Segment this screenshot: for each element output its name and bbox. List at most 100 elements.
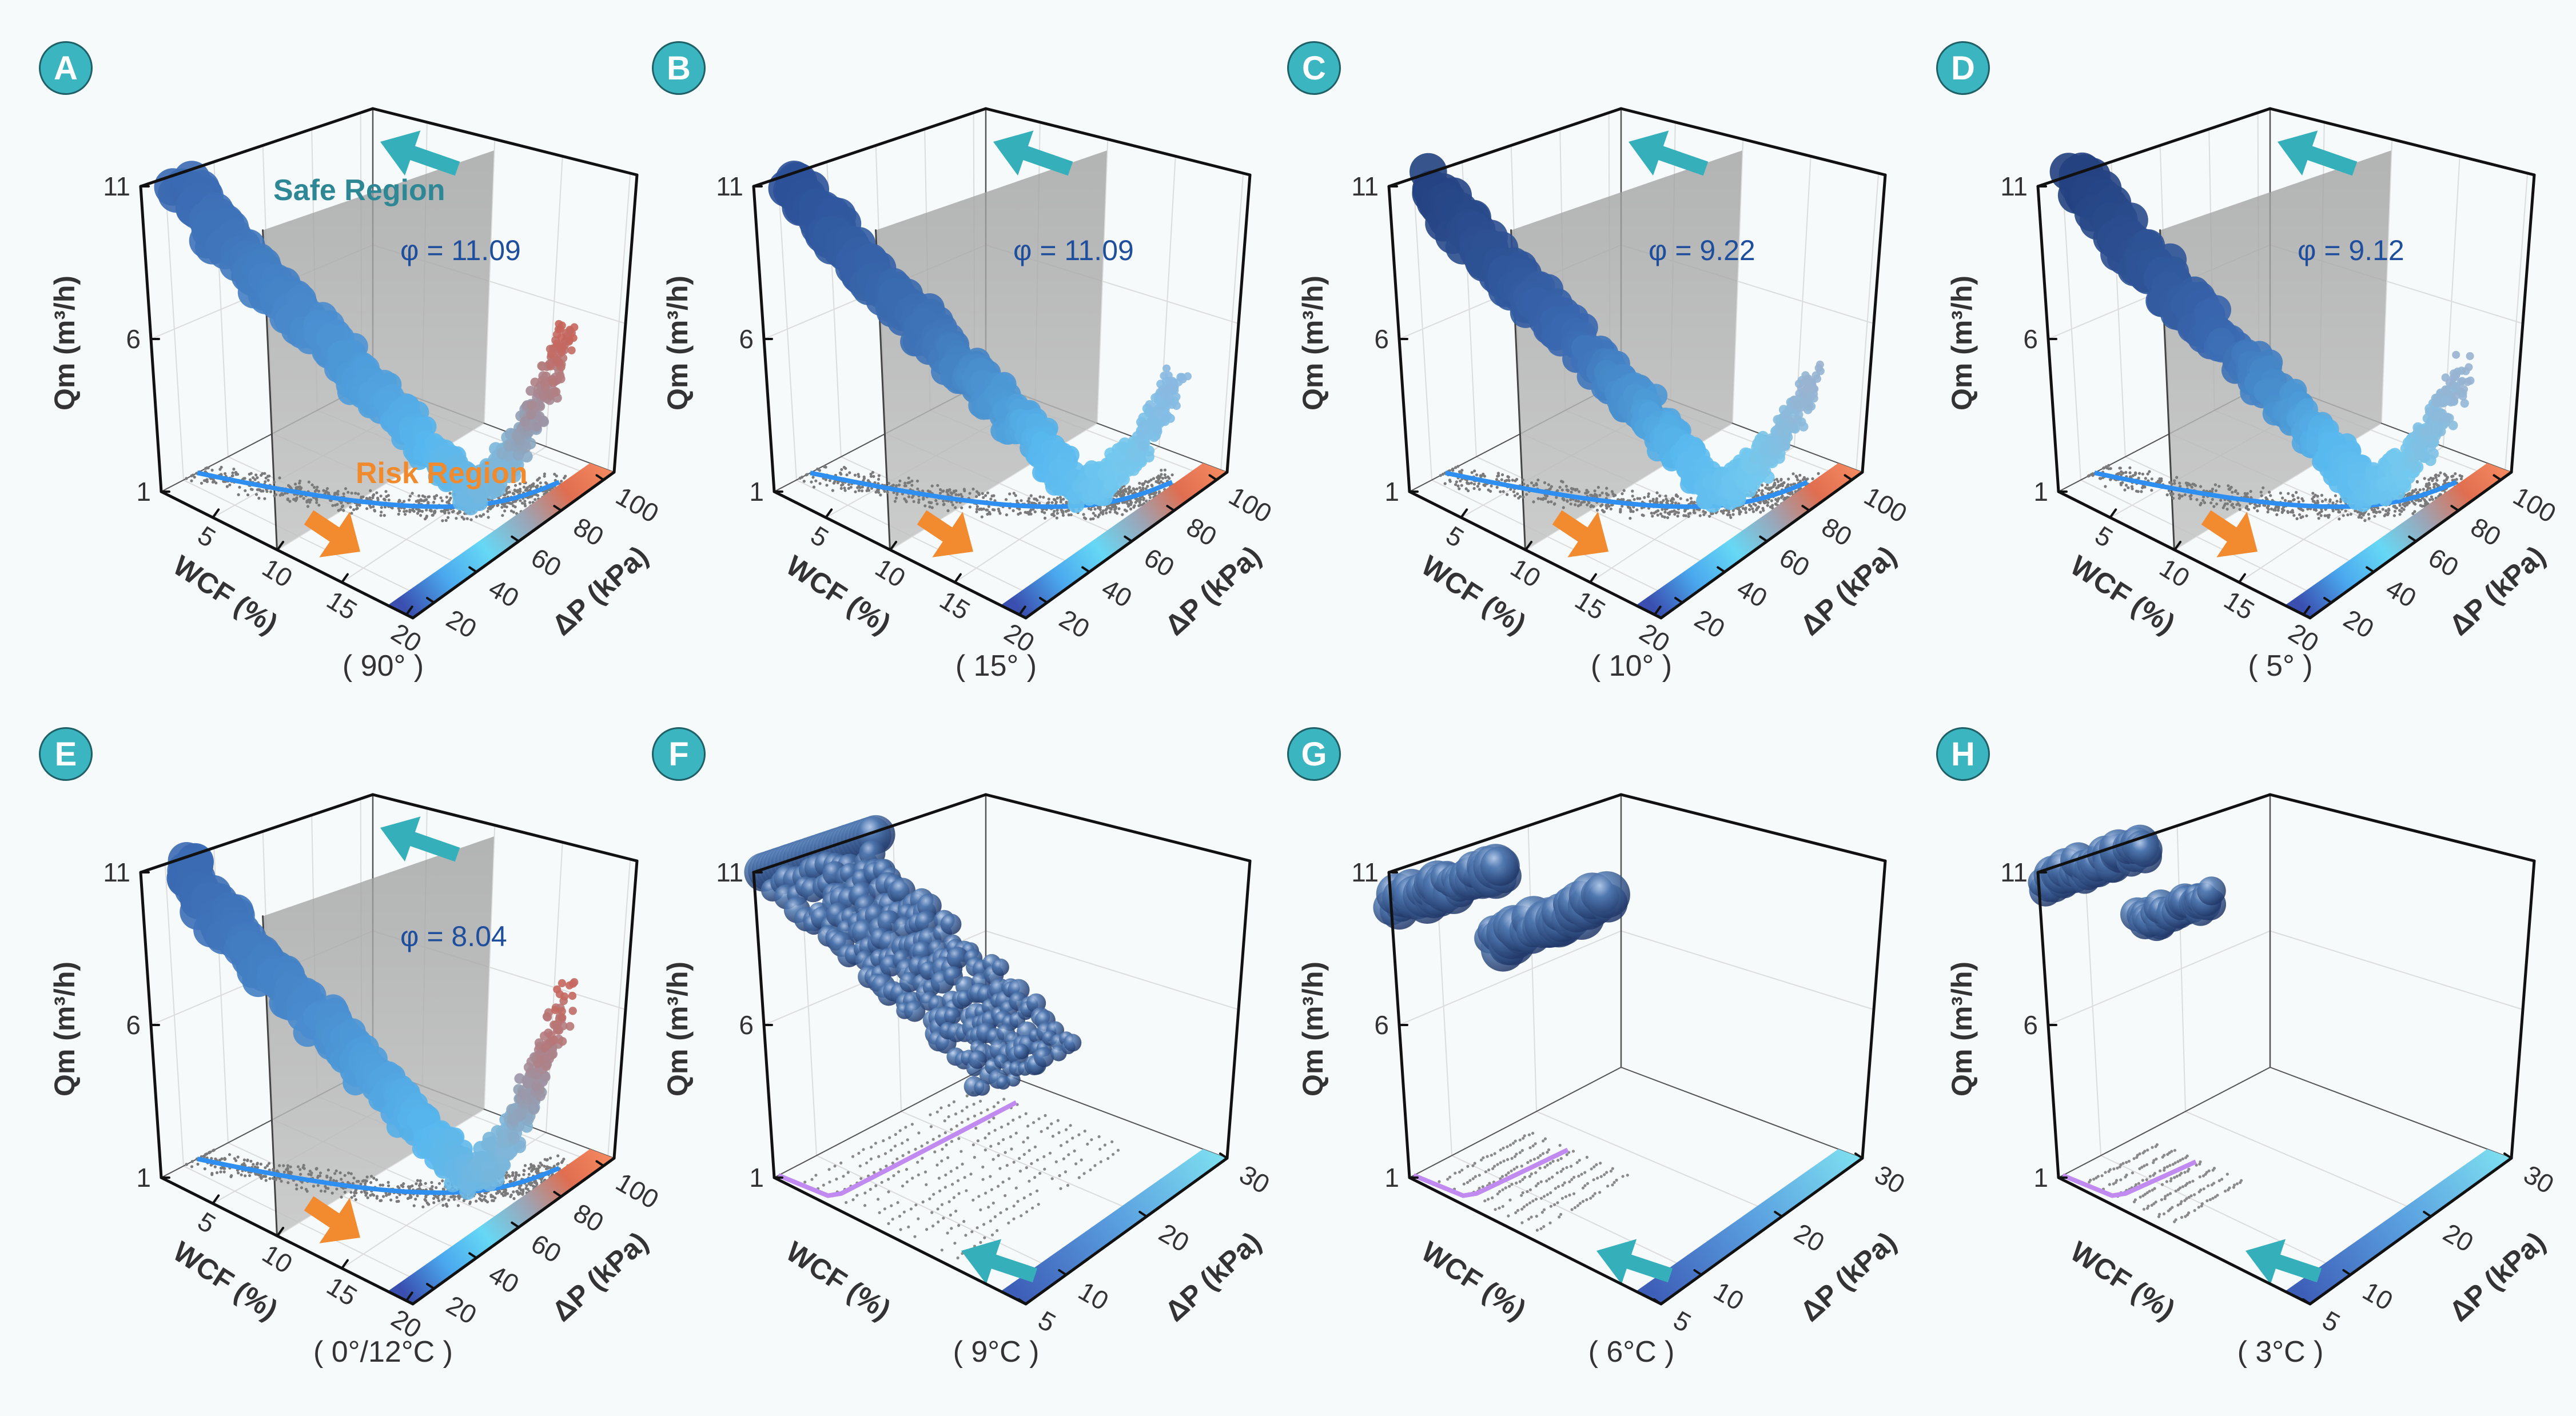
tick-mark xyxy=(212,508,220,519)
floor-point xyxy=(903,481,907,485)
floor-point xyxy=(416,512,420,515)
floor-point xyxy=(417,501,421,505)
floor-point xyxy=(441,519,444,522)
floor-trend-curve xyxy=(197,470,560,509)
floor-point xyxy=(336,502,339,506)
data-points xyxy=(154,161,579,516)
tick-mark xyxy=(1844,474,1853,481)
floor-point xyxy=(1456,465,1460,468)
x-tick-label: 5 xyxy=(806,520,834,553)
floor-point xyxy=(1473,469,1476,473)
floor-point xyxy=(2400,506,2404,510)
floor-point xyxy=(975,490,978,493)
floor-point xyxy=(857,489,861,492)
floor-point xyxy=(1121,489,1125,493)
tick-mark xyxy=(426,597,436,604)
floor-point xyxy=(992,494,996,497)
data-point xyxy=(1749,452,1761,464)
floor-point xyxy=(897,483,901,487)
floor-point xyxy=(2168,481,2172,484)
floor-point xyxy=(1160,469,1163,472)
z-tick-label: 6 xyxy=(1374,324,1389,354)
floor-point xyxy=(1790,490,1794,494)
floor-point xyxy=(403,510,406,513)
floor-point xyxy=(869,472,873,476)
floor-point xyxy=(446,516,450,519)
floor-point xyxy=(1092,512,1095,515)
floor-point xyxy=(954,493,958,497)
gridline xyxy=(483,138,496,424)
floor-point xyxy=(1470,471,1474,474)
panel-caption: ( 15° ) xyxy=(955,649,1037,683)
floor-point xyxy=(1496,472,1500,475)
floor-point xyxy=(2407,493,2410,497)
floor-point xyxy=(425,508,428,512)
floor-point xyxy=(274,493,278,496)
floor-point xyxy=(1152,477,1156,480)
floor-point xyxy=(1593,489,1596,493)
floor-point xyxy=(391,506,394,510)
floor-point xyxy=(1759,510,1762,514)
floor-point xyxy=(380,510,383,514)
floor-point xyxy=(1099,510,1103,514)
floor-point xyxy=(250,488,254,491)
floor-point xyxy=(1020,499,1023,502)
floor-point xyxy=(2319,514,2323,517)
floor-point xyxy=(432,501,436,504)
panel-label-badge: C xyxy=(1287,41,1341,95)
floor-point xyxy=(2460,474,2463,478)
floor-point xyxy=(2215,502,2219,506)
floor-point xyxy=(1138,486,1141,489)
floor-point xyxy=(981,492,984,495)
floor-point xyxy=(1121,513,1124,516)
floor-point xyxy=(1667,512,1671,516)
floor-point xyxy=(1142,497,1145,500)
floor-point xyxy=(2217,485,2221,488)
floor-point xyxy=(871,470,874,474)
floor-point xyxy=(946,493,950,496)
floor-point xyxy=(2131,487,2134,490)
floor-point xyxy=(272,480,276,484)
floor-point xyxy=(435,494,439,497)
floor-point xyxy=(352,508,356,512)
tick-mark xyxy=(276,541,285,551)
tick-mark xyxy=(1039,597,1049,604)
floor-point xyxy=(1796,478,1799,482)
floor-point xyxy=(2412,501,2416,505)
tick-mark xyxy=(825,508,833,519)
floor-point xyxy=(1117,492,1120,496)
axis-line xyxy=(371,107,639,177)
floor-point xyxy=(253,478,257,481)
floor-point xyxy=(452,509,455,513)
floor-point xyxy=(2124,470,2128,474)
floor-point xyxy=(294,482,297,486)
floor-point xyxy=(1771,504,1774,507)
floor-point xyxy=(1482,472,1485,476)
floor-point xyxy=(2180,494,2184,498)
floor-point xyxy=(383,514,386,517)
floor-point xyxy=(1160,473,1163,476)
data-point xyxy=(1168,400,1177,409)
floor-point xyxy=(2128,471,2132,474)
floor-point xyxy=(2150,477,2153,481)
floor-point xyxy=(980,507,983,511)
axis-line xyxy=(1408,490,1663,620)
floor-point xyxy=(2212,505,2216,508)
floor-point xyxy=(2173,479,2176,482)
floor-point xyxy=(903,484,906,488)
floor-point xyxy=(818,482,822,485)
floor-point xyxy=(951,503,954,506)
floor-point xyxy=(1576,500,1580,503)
floor-point xyxy=(418,509,422,513)
floor-point xyxy=(1144,487,1148,490)
floor-point xyxy=(185,477,188,480)
data-point xyxy=(1794,410,1803,420)
floor-point xyxy=(369,489,372,493)
floor-point xyxy=(798,476,802,480)
floor-point xyxy=(528,501,532,504)
floor-point xyxy=(2298,513,2302,516)
floor-point xyxy=(2276,509,2280,512)
floor-point xyxy=(2199,485,2203,488)
floor-point xyxy=(2249,490,2252,493)
